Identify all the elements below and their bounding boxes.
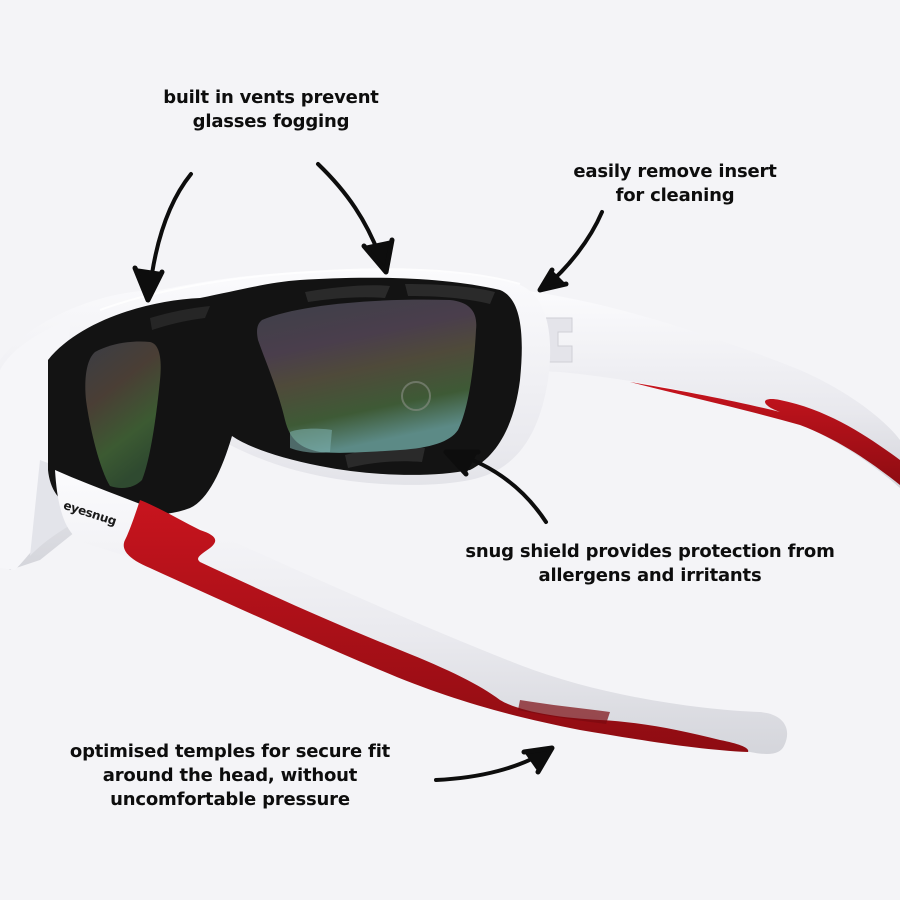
right-temple-arm <box>520 290 900 488</box>
arrow-head-icon <box>521 745 555 775</box>
arrow-head-icon <box>132 265 165 303</box>
arrow-head-icon <box>537 267 569 293</box>
callout-line: around the head, without <box>102 765 358 786</box>
left-temple-arm <box>55 470 788 754</box>
arrows <box>132 162 604 782</box>
callout-line: built in vents prevent <box>163 87 379 108</box>
callout-line: easily remove insert <box>573 161 777 182</box>
callout-line: snug shield provides protection from <box>465 541 835 562</box>
right-lens <box>257 299 477 453</box>
callout-line: glasses fogging <box>192 111 350 132</box>
callout-shield: snug shield provides protection from all… <box>438 540 862 588</box>
callout-line: optimised temples for secure fit <box>69 741 391 762</box>
left-lens <box>85 341 161 488</box>
arrow-head-icon <box>361 237 395 275</box>
callout-line: for cleaning <box>615 185 735 206</box>
lens-reflection <box>401 381 431 411</box>
arrow-head-icon <box>443 449 481 477</box>
callout-line: uncomfortable pressure <box>110 789 350 810</box>
callout-temples: optimised temples for secure fit around … <box>38 740 422 812</box>
callout-line: allergens and irritants <box>538 565 762 586</box>
callout-insert: easily remove insert for cleaning <box>560 160 790 208</box>
callout-vents: built in vents prevent glasses fogging <box>140 86 402 134</box>
